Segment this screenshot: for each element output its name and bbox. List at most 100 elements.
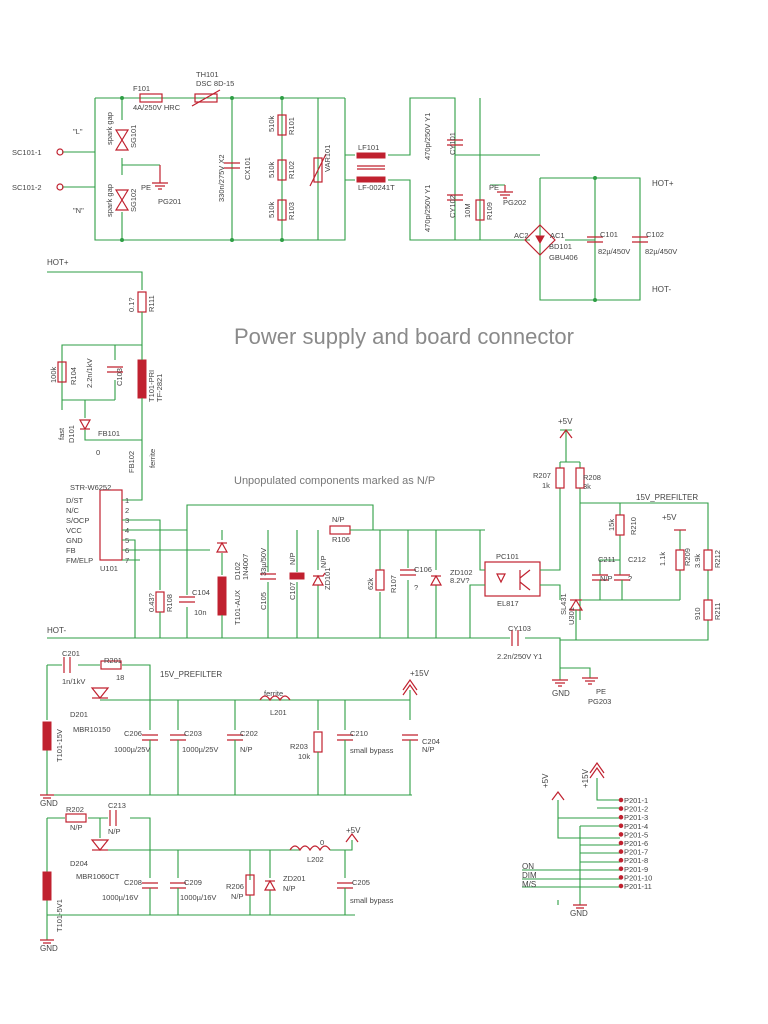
u101-pin-2: 2 <box>125 506 129 515</box>
resistor-r201 <box>100 660 122 670</box>
r109-ref: R109 <box>485 202 494 220</box>
r201-value: 18 <box>116 673 124 682</box>
u301-ref: U301 <box>567 607 576 625</box>
c106-ref: C106 <box>414 565 432 574</box>
c104-ref: C104 <box>192 588 210 597</box>
c210-ref: C210 <box>350 729 368 738</box>
sg102-ref: SG102 <box>129 189 138 212</box>
zd101-ref: ZD101 <box>323 567 332 590</box>
resistor-r210 <box>615 514 625 536</box>
u101-pin-5: 5 <box>125 536 129 545</box>
c107-np: N/P <box>288 552 297 565</box>
r108-ref: R108 <box>165 594 174 612</box>
lf101-part: LF-00241T <box>358 183 395 192</box>
cy102-value: 470p/250V Y1 <box>423 185 432 232</box>
thermistor-th101 <box>194 93 218 103</box>
r102-value: 510k <box>267 161 276 178</box>
resistor-r103 <box>277 199 287 221</box>
connector-pin-label: P201-8 <box>624 856 648 865</box>
zener-zd201 <box>263 879 277 891</box>
fuse-f101 <box>139 93 163 103</box>
r208-value: 3k <box>583 482 591 491</box>
resistor-r101 <box>277 114 287 136</box>
d201-value: MBR10150 <box>73 725 111 734</box>
v15-net-2: +15V <box>581 768 590 788</box>
c209-ref: C209 <box>184 878 202 887</box>
connector-pin-label: P201-2 <box>624 805 648 814</box>
l202-ref: L202 <box>307 855 324 864</box>
sg101-ref: SG101 <box>129 125 138 148</box>
hot-minus-net: HOT- <box>47 626 66 635</box>
var101-ref: VAR101 <box>323 145 332 172</box>
signal-dim: DIM <box>522 871 537 880</box>
c104-value: 10n <box>194 608 207 617</box>
resistor-r211 <box>703 599 713 621</box>
fb102-type: ferrite <box>148 449 157 468</box>
secondary-15v-section: C201 1n/1kV R201 18 D201 MBR10150 15V_PR… <box>40 649 440 808</box>
r207-ref: R207 <box>533 471 551 480</box>
diode-d102 <box>215 541 229 553</box>
varistor-var101 <box>313 157 323 183</box>
c202-ref: C202 <box>240 729 258 738</box>
r202-ref: R202 <box>66 805 84 814</box>
t101-part: TF-2821 <box>155 374 164 402</box>
resistor-r109 <box>475 199 485 221</box>
d102-value: 1N4007 <box>241 554 250 580</box>
resistor-r212 <box>703 549 713 571</box>
neutral-label: "N" <box>73 206 84 215</box>
ic-u101 <box>99 489 123 561</box>
fb101-value: 0 <box>96 448 100 457</box>
u101-pin-numbers: 1 2 3 4 5 6 7 <box>125 496 129 565</box>
r208-ref: R208 <box>583 473 601 482</box>
connector-pin-dot <box>618 823 624 829</box>
connector-pin-label: P201-10 <box>624 873 652 882</box>
r109-value: 10M <box>463 203 472 218</box>
resistor-r203 <box>313 731 323 753</box>
pin-vcc: VCC <box>66 526 82 535</box>
th101-value: DSC 8D-15 <box>196 79 234 88</box>
c201-value: 1n/1kV <box>62 677 85 686</box>
gnd-label-4: GND <box>570 909 588 918</box>
connector-pin-dot <box>618 866 624 872</box>
connector-pin-list: P201-1P201-2P201-3P201-4P201-5P201-6P201… <box>618 796 652 891</box>
pe-label-1: PE <box>141 183 151 192</box>
u101-pin-1: 1 <box>125 496 129 505</box>
cy101-ref: CY101 <box>448 132 457 155</box>
sg101-symbol <box>114 129 130 142</box>
ac2-label: AC2 <box>514 231 529 240</box>
t101-pri-ref: T101-PRI <box>147 370 156 402</box>
line-label: "L" <box>73 127 83 136</box>
zd102-value: 8.2V? <box>450 576 470 585</box>
zd201-ref: ZD201 <box>283 874 306 883</box>
c209-value: 1000µ/16V <box>180 893 216 902</box>
r201-ref: R201 <box>104 656 122 665</box>
resistor-r202 <box>65 813 87 823</box>
resistor-r107 <box>375 569 385 591</box>
d201-ref: D201 <box>70 710 88 719</box>
board-connector-p201: +5V +15V GND ON DIM M/S P201-1P201-2P201… <box>522 761 652 918</box>
l201-ref: L201 <box>270 708 287 717</box>
resistor-r102 <box>277 159 287 181</box>
zener-zd101 <box>311 574 325 586</box>
resistor-r206 <box>245 874 255 896</box>
r211-value: 910 <box>693 607 702 620</box>
connector-pin-label: P201-5 <box>624 830 648 839</box>
c211-ref: C211 <box>598 555 615 564</box>
d101-type: fast <box>57 427 66 440</box>
v5-net-3: +5V <box>346 826 361 835</box>
c203-value: 1000µ/25V <box>182 745 218 754</box>
diode-d204 <box>90 839 110 851</box>
r108-value: 0.43? <box>147 593 156 612</box>
f101-ref: F101 <box>133 84 150 93</box>
c106-value: ? <box>414 583 418 592</box>
t101-aux-ref: T101-AUX <box>233 590 242 625</box>
r211-ref: R211 <box>713 603 722 620</box>
cy102-ref: CY102 <box>448 195 457 218</box>
resistor-r108 <box>155 591 165 613</box>
connector-pin-dot <box>618 849 624 854</box>
c213-np: N/P <box>108 827 121 836</box>
pg201-ref: PG201 <box>158 197 181 206</box>
signal-on: ON <box>522 862 534 871</box>
c204-ref: C204 <box>422 737 440 746</box>
